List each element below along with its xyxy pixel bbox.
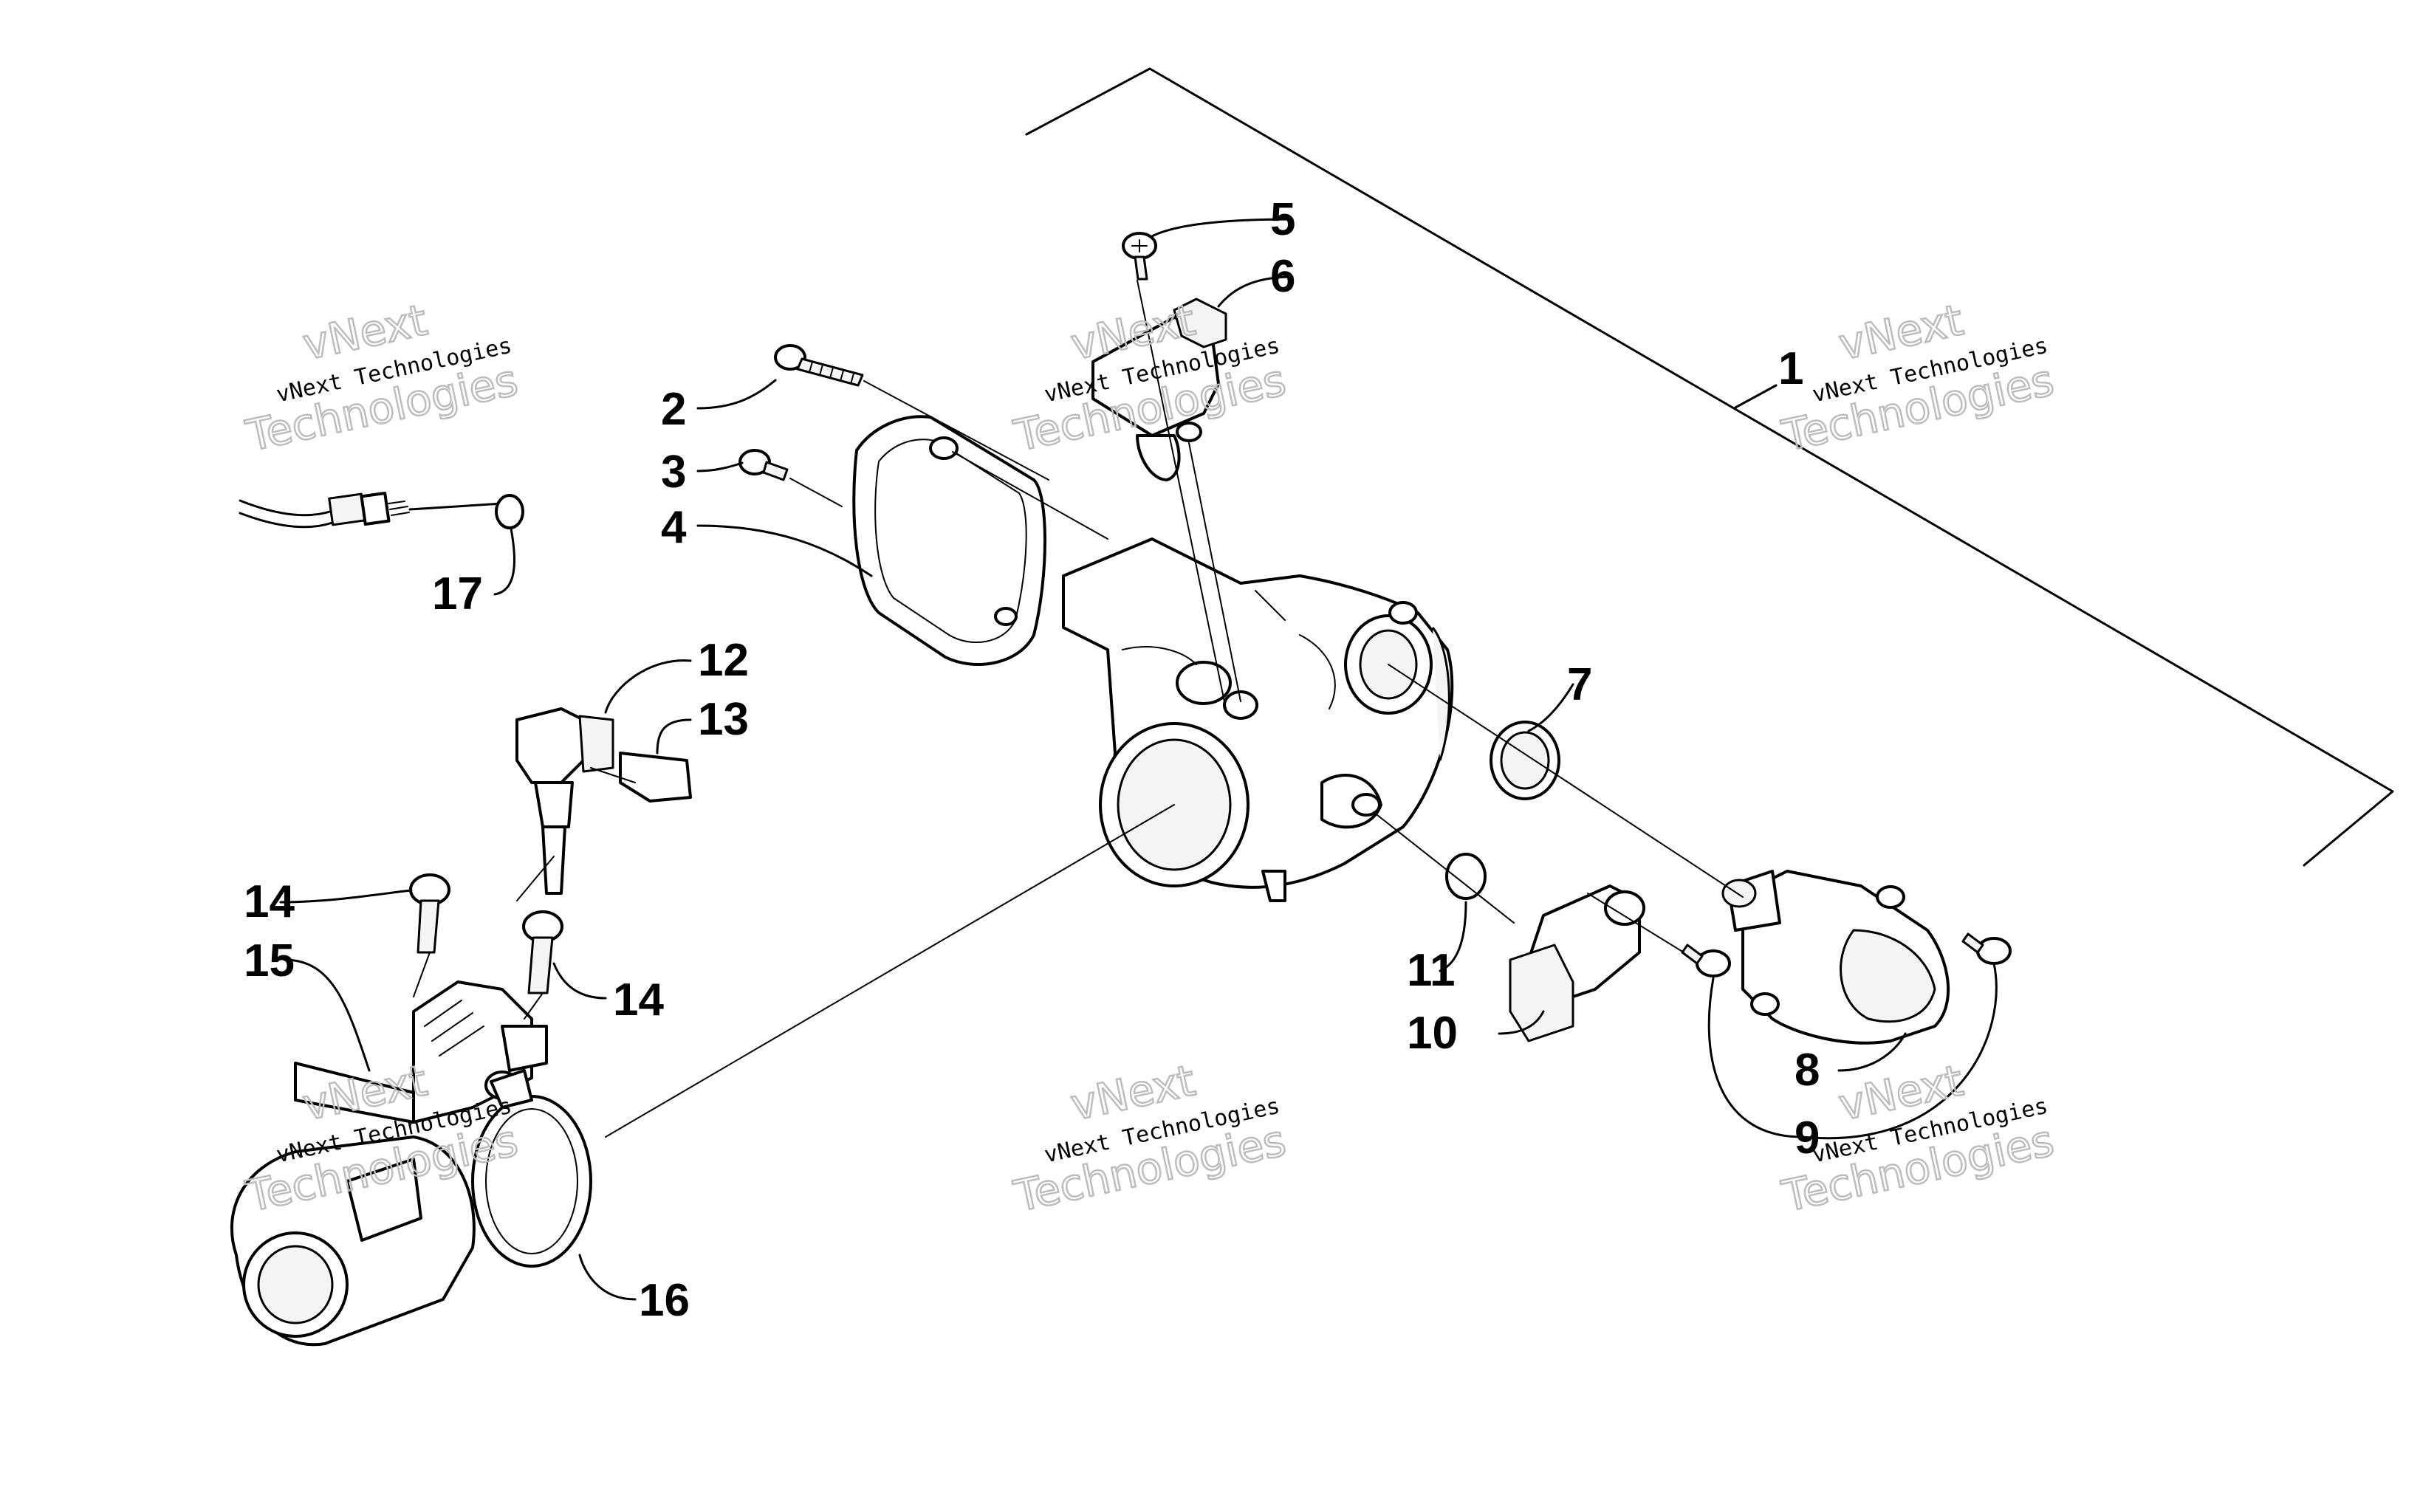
callout-8: 8 <box>1795 1045 1820 1096</box>
callout-10: 10 <box>1407 1008 1458 1059</box>
throttle-cable <box>239 491 524 529</box>
sensor-12 <box>515 707 614 895</box>
callout-7: 7 <box>1567 659 1592 710</box>
throttle-cover <box>852 415 1046 666</box>
callout-9: 9 <box>1795 1113 1820 1164</box>
screw-5 <box>1122 232 1157 281</box>
watermark-top-left: vNext vNext Technologies Technologies <box>241 294 523 462</box>
assembly-lines <box>413 280 1744 1138</box>
screw-14-upper <box>409 873 450 954</box>
callout-17: 17 <box>432 568 483 619</box>
watermark-bottom-center: vNext vNext Technologies Technologies <box>1009 1054 1291 1223</box>
callout-14-upper: 14 <box>244 876 295 927</box>
o-ring-7 <box>1490 721 1560 800</box>
idle-air-valve-8 <box>1721 870 1950 1045</box>
screw-2 <box>774 344 864 387</box>
callout-4: 4 <box>661 502 687 553</box>
screw-3 <box>738 449 789 481</box>
callout-16: 16 <box>639 1275 690 1326</box>
callout-14-lower: 14 <box>613 975 664 1025</box>
callout-6: 6 <box>1270 251 1295 302</box>
sensor-10 <box>1509 884 1645 1042</box>
callout-15: 15 <box>244 935 295 986</box>
callout-numbers: 1 2 3 4 5 6 7 8 9 10 11 12 13 14 14 15 1… <box>244 194 1820 1326</box>
callout-13: 13 <box>698 694 749 745</box>
callout-11: 11 <box>1407 945 1456 996</box>
watermark-top-center: vNext vNext Technologies Technologies <box>1009 294 1291 462</box>
screw-14-lower <box>522 910 563 994</box>
callout-3: 3 <box>661 447 686 498</box>
clamp-16 <box>471 1069 592 1268</box>
watermark-top-right: vNext vNext Technologies Technologies <box>1777 294 2059 462</box>
callout-12: 12 <box>698 635 749 686</box>
callout-5: 5 <box>1270 194 1295 245</box>
throttle-body <box>1062 537 1454 902</box>
connector-13 <box>619 752 692 803</box>
screw-9-right <box>1961 932 2012 965</box>
intake-boot-15 <box>230 980 548 1347</box>
screw-9-left <box>1681 944 1731 977</box>
leader-lines <box>279 218 1998 1301</box>
callout-2: 2 <box>661 384 686 435</box>
assembly-bracket <box>1025 67 2394 867</box>
sensor-6 <box>1091 298 1227 481</box>
callout-1: 1 <box>1778 343 1803 394</box>
o-ring-11 <box>1445 853 1487 900</box>
